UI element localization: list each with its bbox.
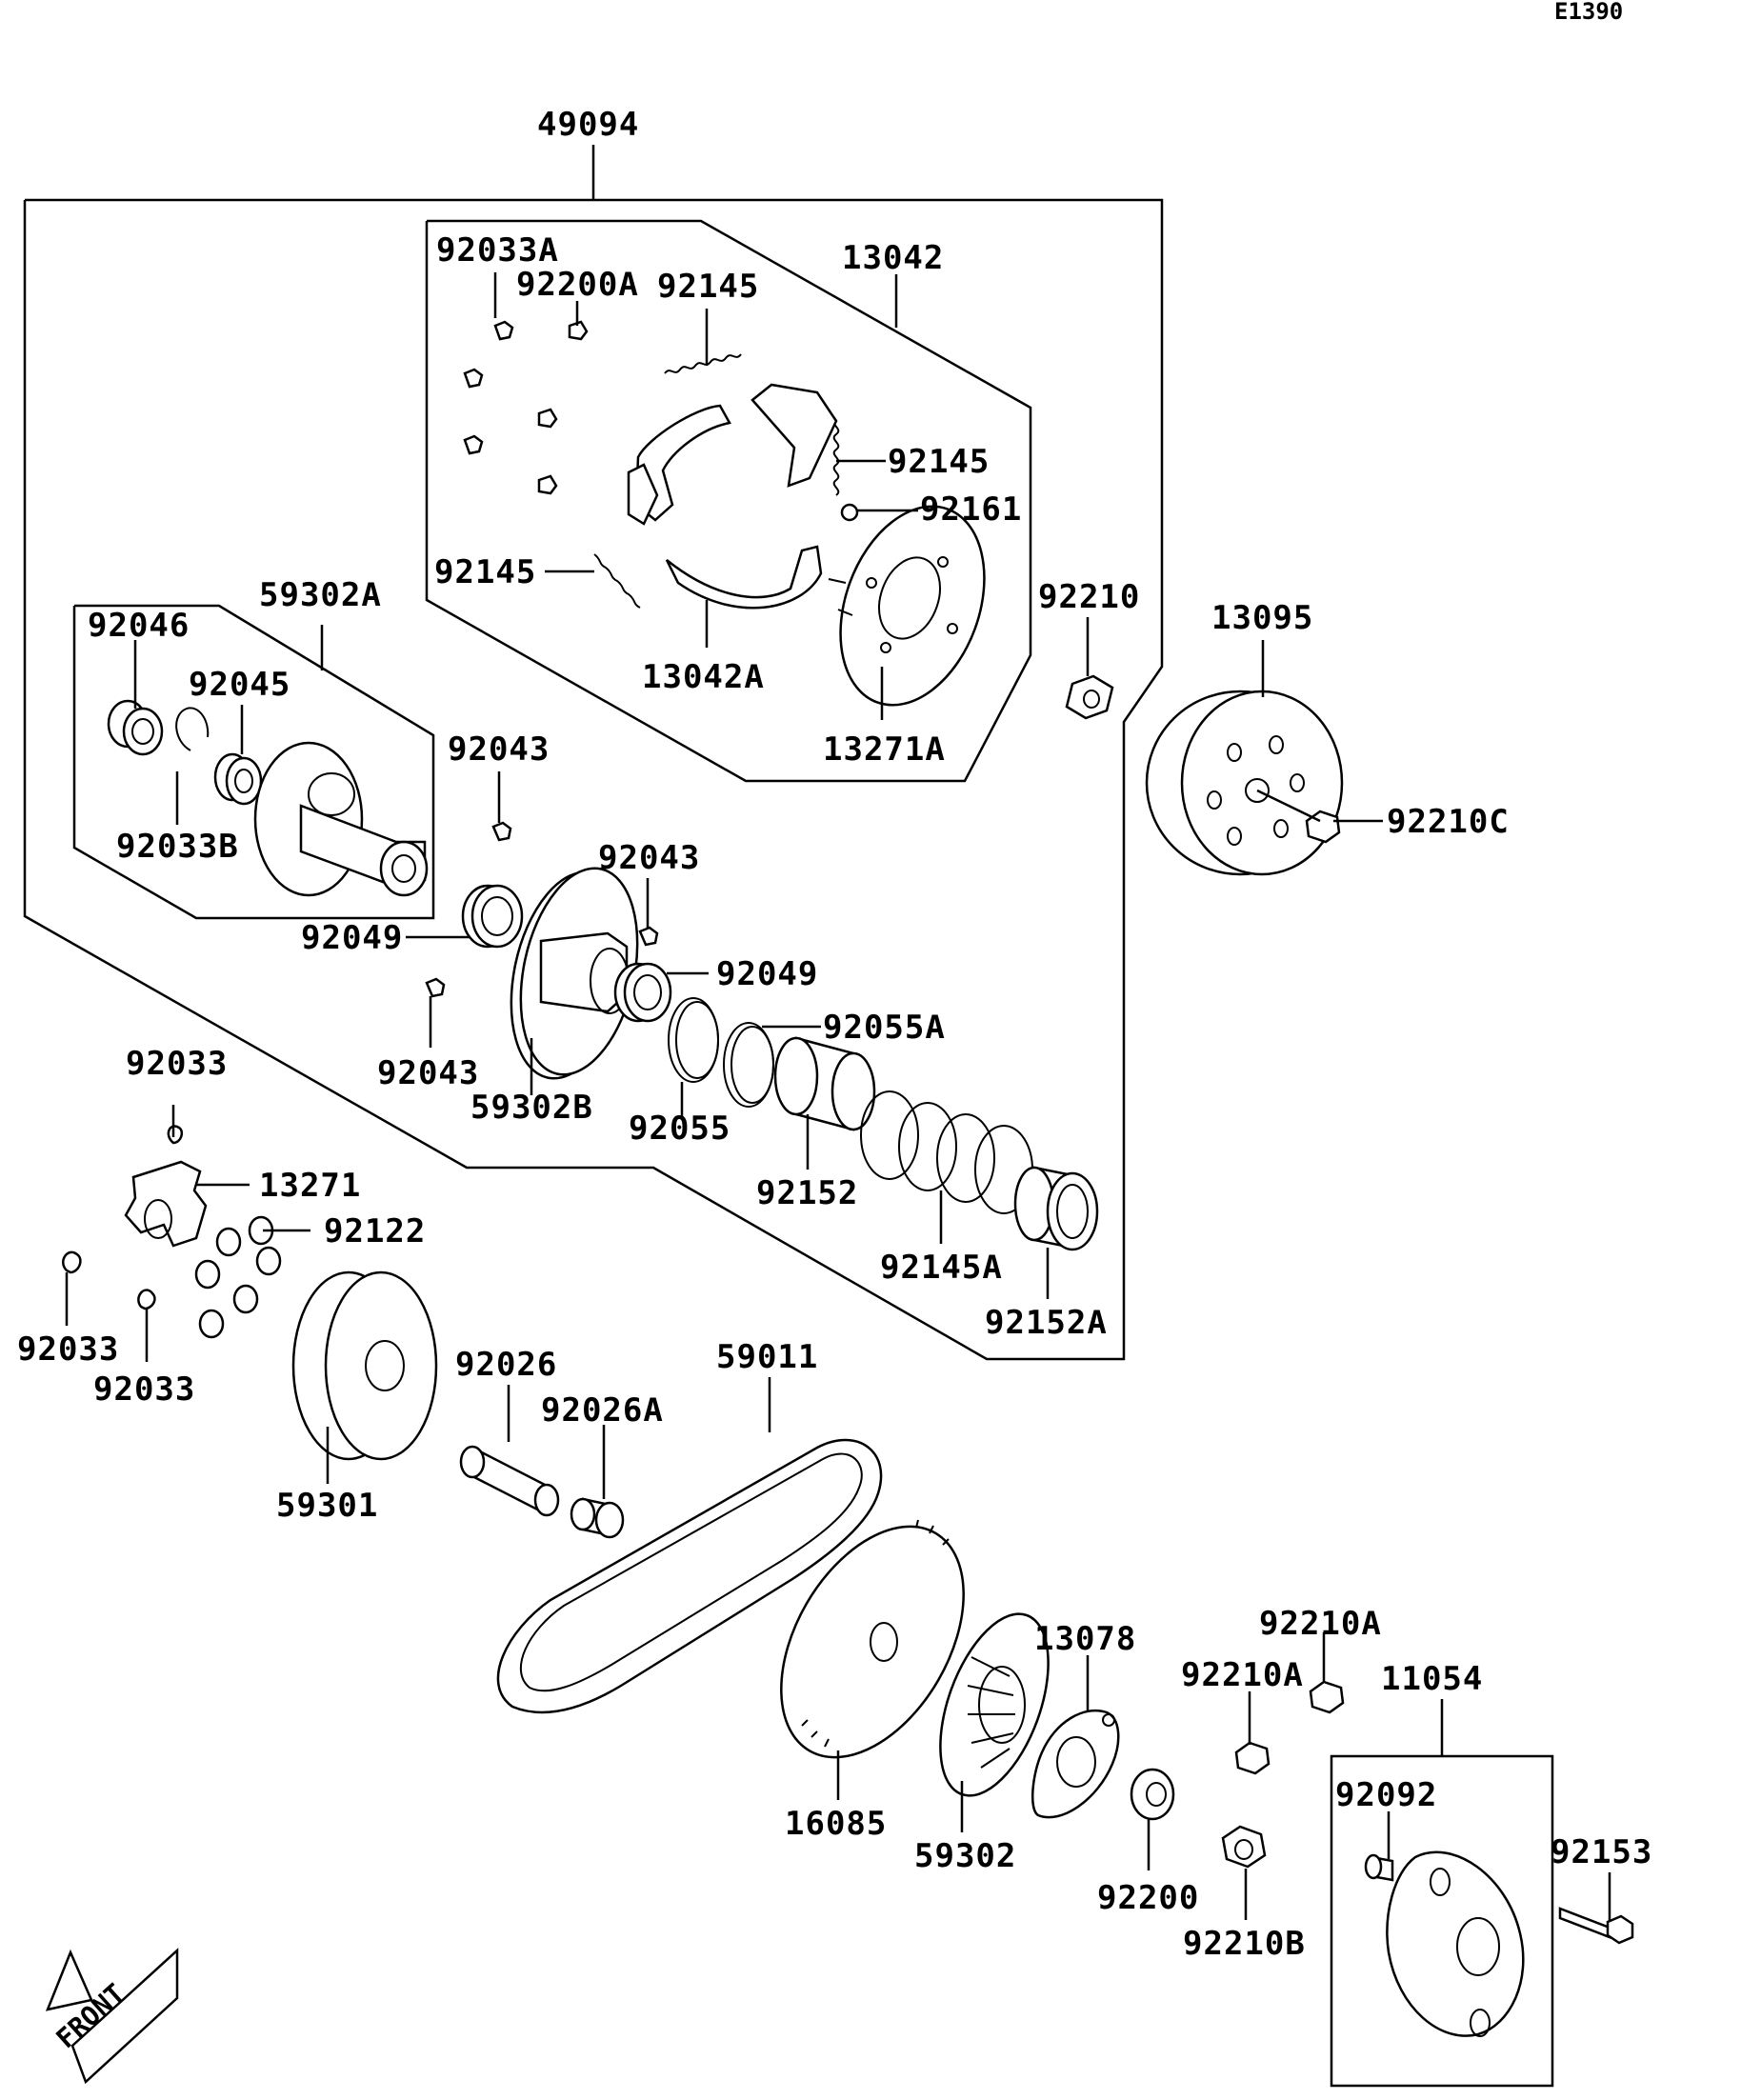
label-59302B: 59302B [470, 1089, 593, 1127]
label-11054: 11054 [1381, 1660, 1483, 1698]
bearing-92046 [107, 699, 164, 756]
label-92210B: 92210B [1183, 1925, 1306, 1963]
seal-92049-left [461, 884, 524, 949]
drive-plate-13271A [828, 505, 986, 707]
label-92045: 92045 [189, 666, 290, 704]
label-92049-b: 92049 [716, 955, 818, 993]
label-92026A: 92026A [541, 1391, 664, 1430]
pin-92043-a [491, 821, 512, 842]
front-marker [45, 1948, 179, 2085]
seal-92049-right [613, 962, 672, 1023]
outline-13042 [425, 219, 1032, 783]
collar-92152A [1013, 1166, 1099, 1251]
label-92033-left: 92033 [17, 1330, 119, 1369]
spring-92145A [860, 1090, 1033, 1214]
label-13095: 13095 [1211, 599, 1313, 637]
label-92210A-upper: 92210A [1259, 1605, 1382, 1643]
label-92092: 92092 [1335, 1776, 1437, 1814]
washer-92200 [1130, 1768, 1175, 1821]
nut-92210B [1221, 1825, 1267, 1869]
label-92055: 92055 [629, 1110, 730, 1148]
label-92145-top: 92145 [657, 268, 759, 306]
nut-92210A-upper [1309, 1680, 1345, 1714]
label-92043-b: 92043 [598, 839, 700, 877]
rollers-92122 [194, 1215, 282, 1339]
label-13078: 13078 [1034, 1620, 1136, 1658]
label-59302: 59302 [914, 1837, 1016, 1875]
nut-92210 [1065, 674, 1114, 720]
clutch-shoes-13042A [627, 383, 838, 610]
label-92210: 92210 [1038, 578, 1140, 616]
drive-face-59301 [291, 1270, 438, 1461]
ramp-plate-13271 [62, 1125, 208, 1310]
part-labels: E1390 49094 92033A 92200A 92145 13042 92… [17, 0, 1652, 2054]
label-92122: 92122 [324, 1212, 426, 1250]
clutch-outer-13095 [1145, 690, 1344, 876]
label-92033B: 92033B [116, 828, 239, 866]
pin-92043-c [425, 977, 446, 998]
label-92145-left: 92145 [434, 553, 536, 591]
clutch-springs-92145 [593, 353, 840, 609]
label-13042: 13042 [842, 239, 944, 277]
label-92145A: 92145A [880, 1249, 1003, 1287]
bolt-92153 [1558, 1907, 1634, 1945]
parts [45, 320, 1634, 2085]
label-92043-a: 92043 [448, 730, 550, 769]
pin-92043-b [638, 926, 659, 947]
collar-92026A [570, 1497, 625, 1539]
label-92152: 92152 [756, 1174, 858, 1212]
label-13271: 13271 [259, 1167, 361, 1205]
label-49094: 49094 [537, 106, 639, 144]
label-13271A: 13271A [823, 730, 946, 769]
nut-92161 [840, 503, 859, 522]
label-92153: 92153 [1551, 1833, 1652, 1871]
label-92055A: 92055A [823, 1009, 946, 1047]
driven-gear-16085 [780, 1519, 965, 1759]
label-92200A: 92200A [516, 266, 639, 304]
bracket-13078 [1031, 1709, 1120, 1819]
label-92049-a: 92049 [301, 919, 403, 957]
nut-92210A-lower [1234, 1741, 1271, 1775]
label-92152A: 92152A [985, 1304, 1108, 1342]
assembly-outlines [23, 145, 1554, 2088]
label-92033-bottom: 92033 [93, 1370, 195, 1409]
bearing-92045 [213, 752, 263, 806]
drive-belt-59011 [496, 1438, 883, 1714]
clip-parts-column [463, 320, 589, 495]
label-59011: 59011 [716, 1338, 818, 1376]
outline-59302A [72, 604, 435, 920]
sheave-59302A [253, 741, 429, 897]
bracket-plate-11054 [1364, 1850, 1525, 2037]
fan-sheave-59302 [939, 1612, 1050, 1797]
collar-92026 [459, 1445, 560, 1517]
label-59302A: 59302A [259, 576, 382, 614]
label-92210C: 92210C [1387, 803, 1510, 841]
label-92026: 92026 [455, 1346, 557, 1384]
label-92145-right: 92145 [888, 443, 990, 481]
label-92200: 92200 [1097, 1879, 1199, 1917]
label-92210A-lower: 92210A [1181, 1656, 1304, 1694]
diagram-code: E1390 [1554, 0, 1623, 25]
outline-49094 [23, 198, 1164, 1361]
label-92046: 92046 [88, 607, 190, 645]
circlip-92033B [175, 707, 210, 751]
label-92033A: 92033A [436, 231, 559, 270]
label-92161: 92161 [920, 490, 1022, 529]
leader-lines [65, 272, 1611, 1922]
collar-92152 [773, 1036, 876, 1131]
label-92033-top: 92033 [126, 1045, 228, 1083]
label-59301: 59301 [276, 1487, 378, 1525]
label-16085: 16085 [785, 1805, 887, 1843]
sheave-59302B [510, 867, 639, 1080]
label-13042A: 13042A [642, 658, 765, 696]
label-92043-c: 92043 [377, 1054, 479, 1092]
